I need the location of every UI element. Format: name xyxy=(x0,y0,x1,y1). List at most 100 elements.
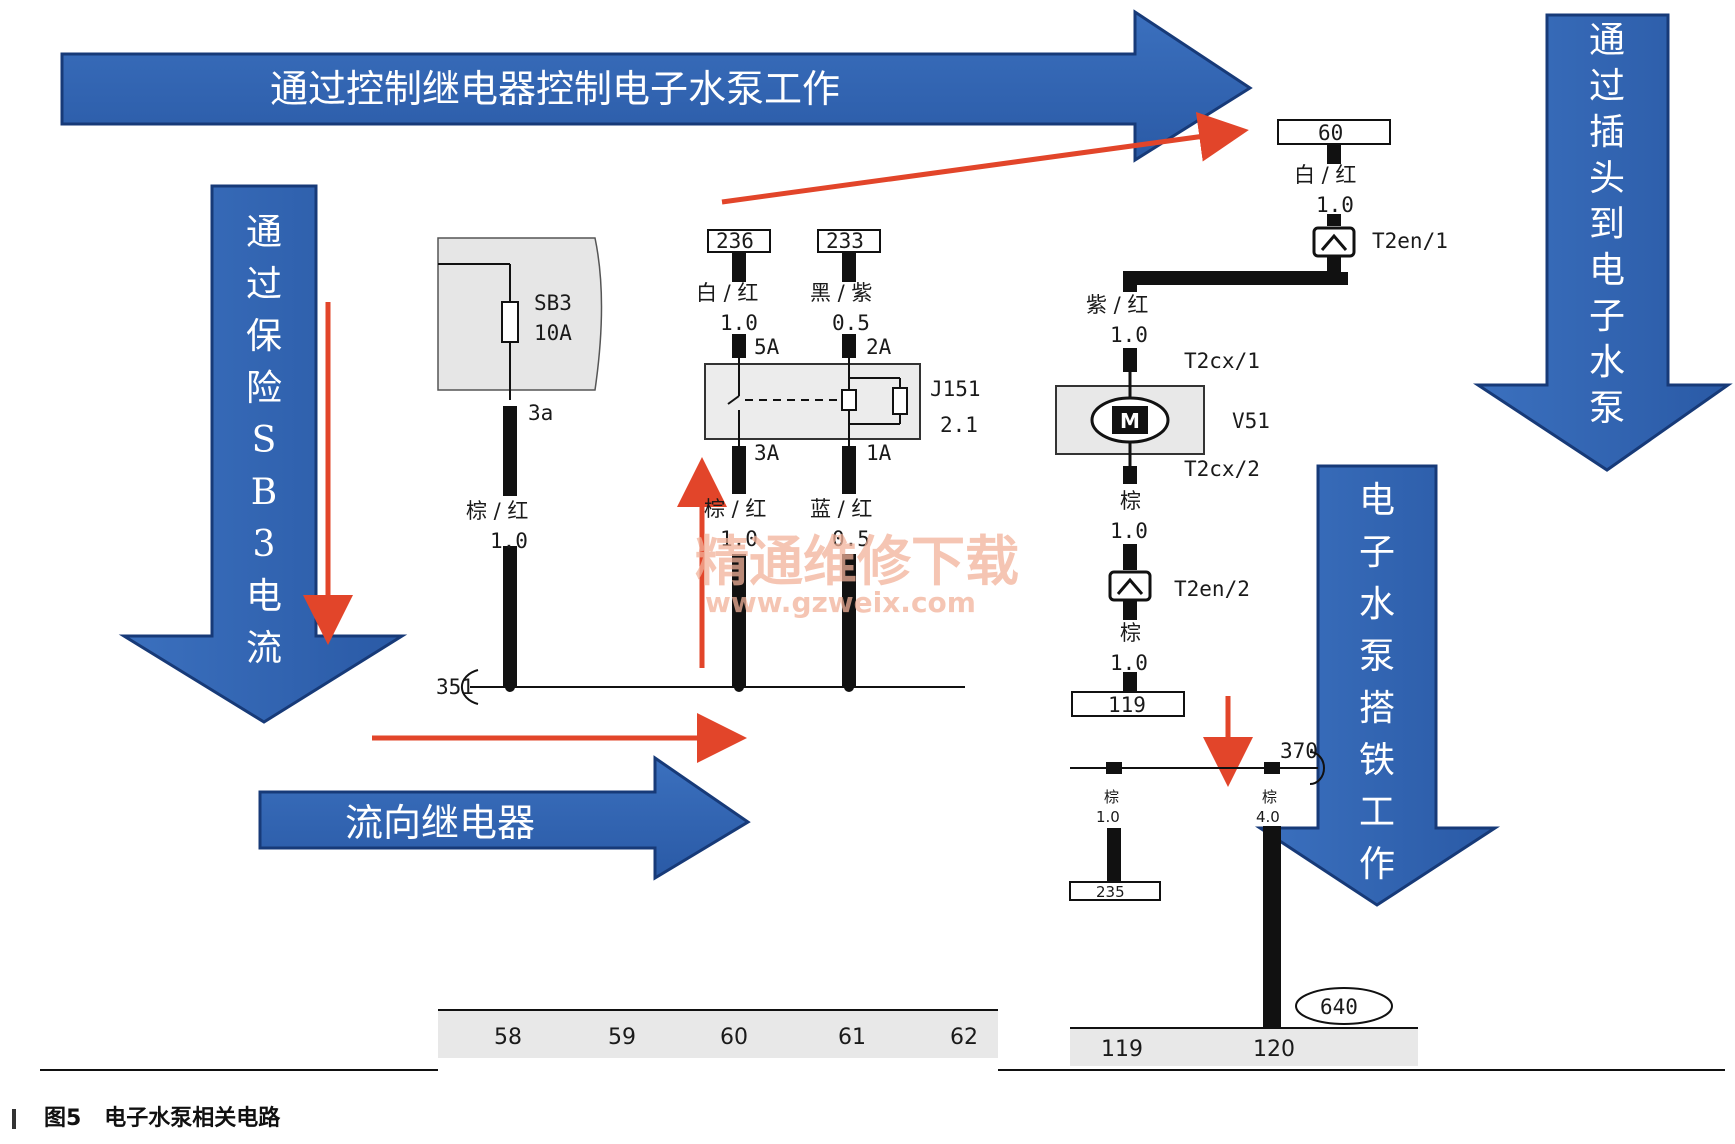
figure-title: 电子水泵相关电路 xyxy=(104,1106,281,1131)
pump-lower-size: 1.0 xyxy=(1110,519,1148,543)
caption-bar xyxy=(12,1109,16,1129)
ground-node-370: 370 棕 1.0 235 棕 4.0 640 xyxy=(1069,739,1393,1028)
blue-arrow-right-top-char: 过 xyxy=(1589,66,1625,107)
blue-arrow-right-bottom-char: 水 xyxy=(1359,584,1395,625)
fuse-box: SB3 10A 3a xyxy=(437,237,603,425)
fuse-name: SB3 xyxy=(534,291,572,315)
blue-arrow-bottom-label: 流向继电器 xyxy=(345,801,535,845)
blue-arrow-left-char: B xyxy=(251,472,277,513)
svg-text:3A: 3A xyxy=(754,441,780,465)
relay-j151: 236 233 白 / 红 黑 / 紫 1.0 0.5 5A 2A J151 2… xyxy=(696,229,981,686)
svg-text:235: 235 xyxy=(1096,883,1125,901)
svg-text:119: 119 xyxy=(1108,693,1146,717)
column-number: 59 xyxy=(608,1025,636,1050)
ground-left-color: 棕 xyxy=(1104,788,1119,806)
relay-right-bot-size: 0.5 xyxy=(832,527,870,551)
ground-ref-235 xyxy=(1069,881,1161,901)
blue-arrow-right-top-char: 泵 xyxy=(1589,388,1625,429)
column-number: 60 xyxy=(720,1025,748,1050)
relay-body xyxy=(704,363,921,440)
blue-arrow-left-char: S xyxy=(252,420,277,461)
svg-text:5A: 5A xyxy=(754,335,780,359)
svg-text:640: 640 xyxy=(1320,995,1358,1019)
pump-ref-119 xyxy=(1071,691,1185,717)
blue-arrow-right-top-char: 插 xyxy=(1589,112,1625,153)
blue-arrow-left-char: 险 xyxy=(246,368,282,409)
fuse-wire: 棕 / 红 1.0 xyxy=(466,406,528,686)
svg-text:370: 370 xyxy=(1280,739,1318,763)
svg-text:T2cx/1: T2cx/1 xyxy=(1184,349,1260,373)
pump-mid-color: 紫 / 红 xyxy=(1086,293,1148,317)
pump-bottom-color: 棕 xyxy=(1120,621,1141,645)
red-arrow-to-pump xyxy=(721,111,1249,205)
blue-arrow-left-char: 3 xyxy=(253,524,276,565)
blue-arrow-right-top-char: 到 xyxy=(1589,204,1625,245)
pump-top-color: 白 / 红 xyxy=(1294,163,1356,187)
blue-arrow-right-top-char: 水 xyxy=(1589,342,1625,383)
ground-point-640 xyxy=(1295,987,1393,1025)
blue-arrow-right-top-char: 头 xyxy=(1589,158,1625,199)
connector-t2en-1 xyxy=(1312,226,1356,258)
relay-right-top-color: 黑 / 紫 xyxy=(810,281,872,305)
svg-text:60: 60 xyxy=(1318,121,1343,145)
column-number: 61 xyxy=(838,1025,866,1050)
watermark: 精通维修下载 www.gzweix.com xyxy=(695,530,1019,619)
svg-text:精通维修下载: 精通维修下载 xyxy=(695,530,1019,593)
relay-left-bot-size: 1.0 xyxy=(720,527,758,551)
ground-right-size: 4.0 xyxy=(1256,808,1280,826)
blue-arrow-right-bottom-char: 作 xyxy=(1359,844,1395,885)
svg-text:www.gzweix.com: www.gzweix.com xyxy=(705,586,976,619)
svg-text:2A: 2A xyxy=(866,335,892,359)
blue-arrow-right-bottom-char: 搭 xyxy=(1359,688,1395,729)
blue-arrow-right-top-char: 子 xyxy=(1589,296,1625,337)
fuse-sb3-symbol xyxy=(501,301,519,343)
column-number: 120 xyxy=(1253,1037,1295,1062)
blue-arrow-right-bottom-char: 工 xyxy=(1359,792,1395,833)
blue-arrow-right-bottom-char: 铁 xyxy=(1359,740,1395,781)
relay-left-top-size: 1.0 xyxy=(720,311,758,335)
pump-top-size: 1.0 xyxy=(1316,193,1354,217)
svg-text:T2en/2: T2en/2 xyxy=(1174,577,1250,601)
blue-arrow-right-bottom-char: 泵 xyxy=(1359,636,1395,677)
pump-mid-size: 1.0 xyxy=(1110,323,1148,347)
motor-label: M xyxy=(1120,409,1140,433)
blue-arrow-bottom: 流向继电器 xyxy=(258,755,751,881)
fuse-wire-color: 棕 / 红 xyxy=(466,499,528,523)
blue-arrow-right-bottom-char: 电 xyxy=(1359,480,1395,521)
ground-left-size: 1.0 xyxy=(1096,808,1120,826)
fuse-rating: 10A xyxy=(534,321,572,345)
svg-text:1A: 1A xyxy=(866,441,892,465)
relay-left-top-color: 白 / 红 xyxy=(696,281,758,305)
pump-bottom-size: 1.0 xyxy=(1110,651,1148,675)
blue-arrow-top-label: 通过控制继电器控制电子水泵工作 xyxy=(270,67,840,111)
ground-node-351: 351 xyxy=(436,675,474,699)
pump-lower-color: 棕 xyxy=(1120,489,1141,513)
relay-right-bot-color: 蓝 / 红 xyxy=(810,497,872,521)
fuse-pin: 3a xyxy=(528,401,553,425)
blue-arrow-top: 通过控制继电器控制电子水泵工作 xyxy=(60,9,1253,163)
svg-text:T2cx/2: T2cx/2 xyxy=(1184,457,1260,481)
blue-arrow-left-char: 流 xyxy=(246,628,282,669)
blue-arrow-left-char: 保 xyxy=(246,316,282,357)
pump-circuit: 60 白 / 红 1.0 T2en/1 紫 / 红 1.0 T2cx/1 M V… xyxy=(1055,119,1448,717)
blue-arrow-right-bottom-char: 子 xyxy=(1359,532,1395,573)
ground-bus-351: 351 xyxy=(436,669,965,705)
figure-number: 图5 xyxy=(44,1106,82,1131)
blue-arrow-right-top-char: 通 xyxy=(1589,20,1625,61)
red-flow-arrows xyxy=(303,111,1253,787)
blue-arrow-left-char: 通 xyxy=(246,212,282,253)
blue-arrow-left-char: 过 xyxy=(246,264,282,305)
relay-left-bot-color: 棕 / 红 xyxy=(704,497,766,521)
relay-value: 2.1 xyxy=(940,413,978,437)
fuse-wire-size: 1.0 xyxy=(490,529,528,553)
relay-name: J151 xyxy=(930,377,981,401)
pump-name: V51 xyxy=(1232,409,1270,433)
